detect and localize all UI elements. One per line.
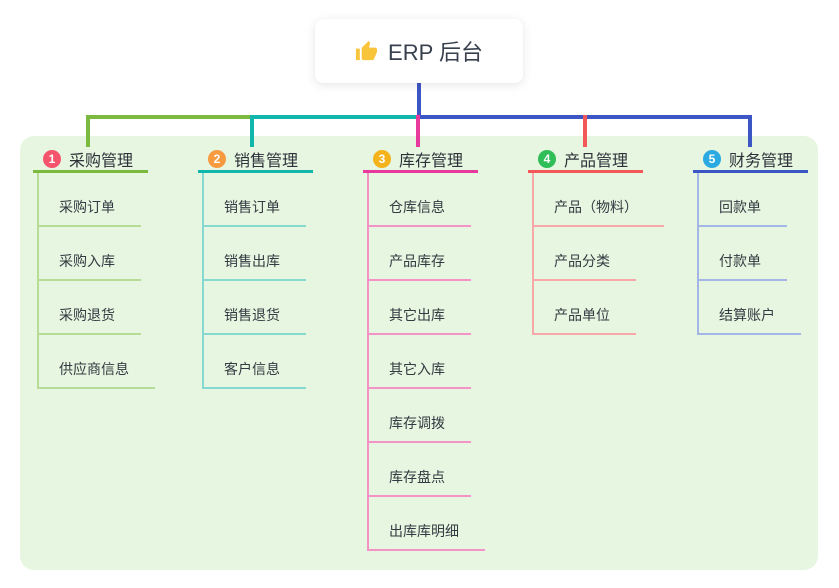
branch-header-sales[interactable]: 2 销售管理 — [198, 148, 313, 173]
branch-items-inventory: 仓库信息产品库存其它出库其它入库库存调拨库存盘点出库库明细 — [367, 173, 485, 551]
branch-number-badge: 4 — [538, 150, 556, 168]
branch-items-purchase: 采购订单采购入库采购退货供应商信息 — [37, 173, 155, 389]
tree-item: 产品单位 — [534, 281, 664, 335]
tree-item-label[interactable]: 库存盘点 — [369, 467, 471, 497]
connector-root-vertical — [417, 83, 421, 119]
branch-header-inventory[interactable]: 3 库存管理 — [363, 148, 478, 173]
tree-item: 其它出库 — [369, 281, 485, 335]
tree-item: 产品（物料） — [534, 173, 664, 227]
tree-item: 采购入库 — [39, 227, 155, 281]
tree-item: 采购订单 — [39, 173, 155, 227]
branch-number-badge: 5 — [703, 150, 721, 168]
tree-item-label[interactable]: 销售退货 — [204, 305, 306, 335]
tree-item-label[interactable]: 销售出库 — [204, 251, 306, 281]
connector-drop-inventory — [416, 115, 420, 147]
tree-item: 销售退货 — [204, 281, 306, 335]
branch-product: 4 产品管理 产品（物料） 产品分类产品单位 — [528, 148, 664, 335]
tree-item-label[interactable]: 采购入库 — [39, 251, 141, 281]
branch-label: 产品管理 — [564, 153, 629, 170]
tree-item-label[interactable]: 客户信息 — [204, 359, 306, 389]
branch-header-product[interactable]: 4 产品管理 — [528, 148, 643, 173]
tree-item-label[interactable]: 回款单 — [699, 197, 787, 227]
connector-drop-product — [583, 115, 587, 147]
tree-item-label[interactable]: 产品（物料） — [534, 197, 664, 227]
branch-items-sales: 销售订单销售出库销售退货客户信息 — [202, 173, 306, 389]
tree-item-label[interactable]: 销售订单 — [204, 197, 306, 227]
tree-item: 销售出库 — [204, 227, 306, 281]
branch-items-product: 产品（物料） 产品分类产品单位 — [532, 173, 664, 335]
tree-item-label[interactable]: 采购退货 — [39, 305, 141, 335]
connector-bus-segment-green — [86, 115, 252, 119]
tree-item-label[interactable]: 产品单位 — [534, 305, 636, 335]
branches-panel — [20, 136, 818, 570]
branch-label: 销售管理 — [234, 153, 299, 170]
tree-item-label[interactable]: 结算账户 — [699, 305, 801, 335]
branch-number-badge: 1 — [43, 150, 61, 168]
connector-drop-purchase — [86, 115, 90, 147]
connector-drop-sales — [250, 115, 254, 147]
connector-drop-finance — [748, 115, 752, 147]
tree-item: 销售订单 — [204, 173, 306, 227]
tree-item: 库存盘点 — [369, 443, 485, 497]
branch-label: 采购管理 — [69, 153, 134, 170]
branch-inventory: 3 库存管理 仓库信息产品库存其它出库其它入库库存调拨库存盘点出库库明细 — [363, 148, 485, 551]
tree-item: 仓库信息 — [369, 173, 485, 227]
tree-item: 供应商信息 — [39, 335, 155, 389]
branch-number-badge: 3 — [373, 150, 391, 168]
branch-sales: 2 销售管理 销售订单销售出库销售退货客户信息 — [198, 148, 313, 389]
connector-bus-segment-teal — [250, 115, 419, 119]
tree-item: 库存调拨 — [369, 389, 485, 443]
thumbs-up-icon — [355, 40, 378, 60]
tree-item: 采购退货 — [39, 281, 155, 335]
tree-item: 结算账户 — [699, 281, 801, 335]
tree-item: 回款单 — [699, 173, 801, 227]
tree-item: 产品库存 — [369, 227, 485, 281]
tree-item: 付款单 — [699, 227, 801, 281]
root-title: ERP 后台 — [388, 40, 483, 65]
tree-item-label[interactable]: 付款单 — [699, 251, 787, 281]
tree-item: 产品分类 — [534, 227, 664, 281]
branch-finance: 5 财务管理 回款单付款单结算账户 — [693, 148, 808, 335]
branch-label: 库存管理 — [399, 153, 464, 170]
tree-item-label[interactable]: 产品分类 — [534, 251, 636, 281]
tree-item: 客户信息 — [204, 335, 306, 389]
root-node[interactable]: ERP 后台 — [315, 19, 523, 83]
tree-item-label[interactable]: 采购订单 — [39, 197, 141, 227]
branch-number-badge: 2 — [208, 150, 226, 168]
tree-item-label[interactable]: 供应商信息 — [39, 359, 155, 389]
tree-item-label[interactable]: 产品库存 — [369, 251, 471, 281]
tree-item-label[interactable]: 其它出库 — [369, 305, 471, 335]
tree-item-label[interactable]: 出库库明细 — [369, 521, 485, 551]
branch-header-purchase[interactable]: 1 采购管理 — [33, 148, 148, 173]
tree-item-label[interactable]: 其它入库 — [369, 359, 471, 389]
tree-item-label[interactable]: 库存调拨 — [369, 413, 471, 443]
branch-purchase: 1 采购管理 采购订单采购入库采购退货供应商信息 — [33, 148, 155, 389]
tree-item: 其它入库 — [369, 335, 485, 389]
branch-label: 财务管理 — [729, 153, 794, 170]
tree-item-label[interactable]: 仓库信息 — [369, 197, 471, 227]
tree-item: 出库库明细 — [369, 497, 485, 551]
branch-header-finance[interactable]: 5 财务管理 — [693, 148, 808, 173]
branch-items-finance: 回款单付款单结算账户 — [697, 173, 801, 335]
